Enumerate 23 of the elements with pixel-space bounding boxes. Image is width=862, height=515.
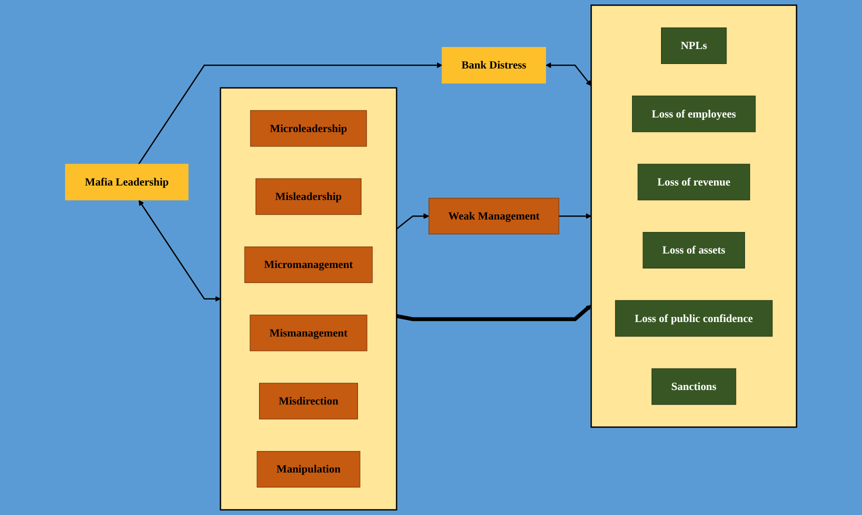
cluster	[220, 87, 398, 510]
node-box: Micromanagement	[244, 246, 373, 284]
node-box: Weak Management	[428, 198, 560, 234]
arrow	[558, 213, 592, 219]
node-box: Manipulation	[256, 451, 360, 488]
node-box: Mismanagement	[250, 314, 368, 352]
node-box: Loss of public confidence	[615, 300, 773, 337]
node-box: Loss of employees	[632, 96, 756, 132]
node-box: Loss of revenue	[638, 164, 750, 200]
arrow	[138, 200, 221, 302]
node-box: Misleadership	[256, 178, 362, 215]
node-box: Mafia Leadership	[65, 164, 188, 200]
node-box: Bank Distress	[442, 47, 546, 84]
arrow	[546, 62, 592, 86]
node-box: Microleadership	[250, 110, 367, 147]
node-box: NPLs	[661, 27, 727, 64]
node-box: Misdirection	[259, 382, 358, 420]
arrow	[396, 304, 592, 322]
node-box: Sanctions	[652, 368, 736, 405]
node-box: Loss of assets	[642, 232, 745, 268]
arrow	[396, 213, 430, 230]
arrow	[138, 62, 442, 164]
cluster	[590, 4, 798, 428]
